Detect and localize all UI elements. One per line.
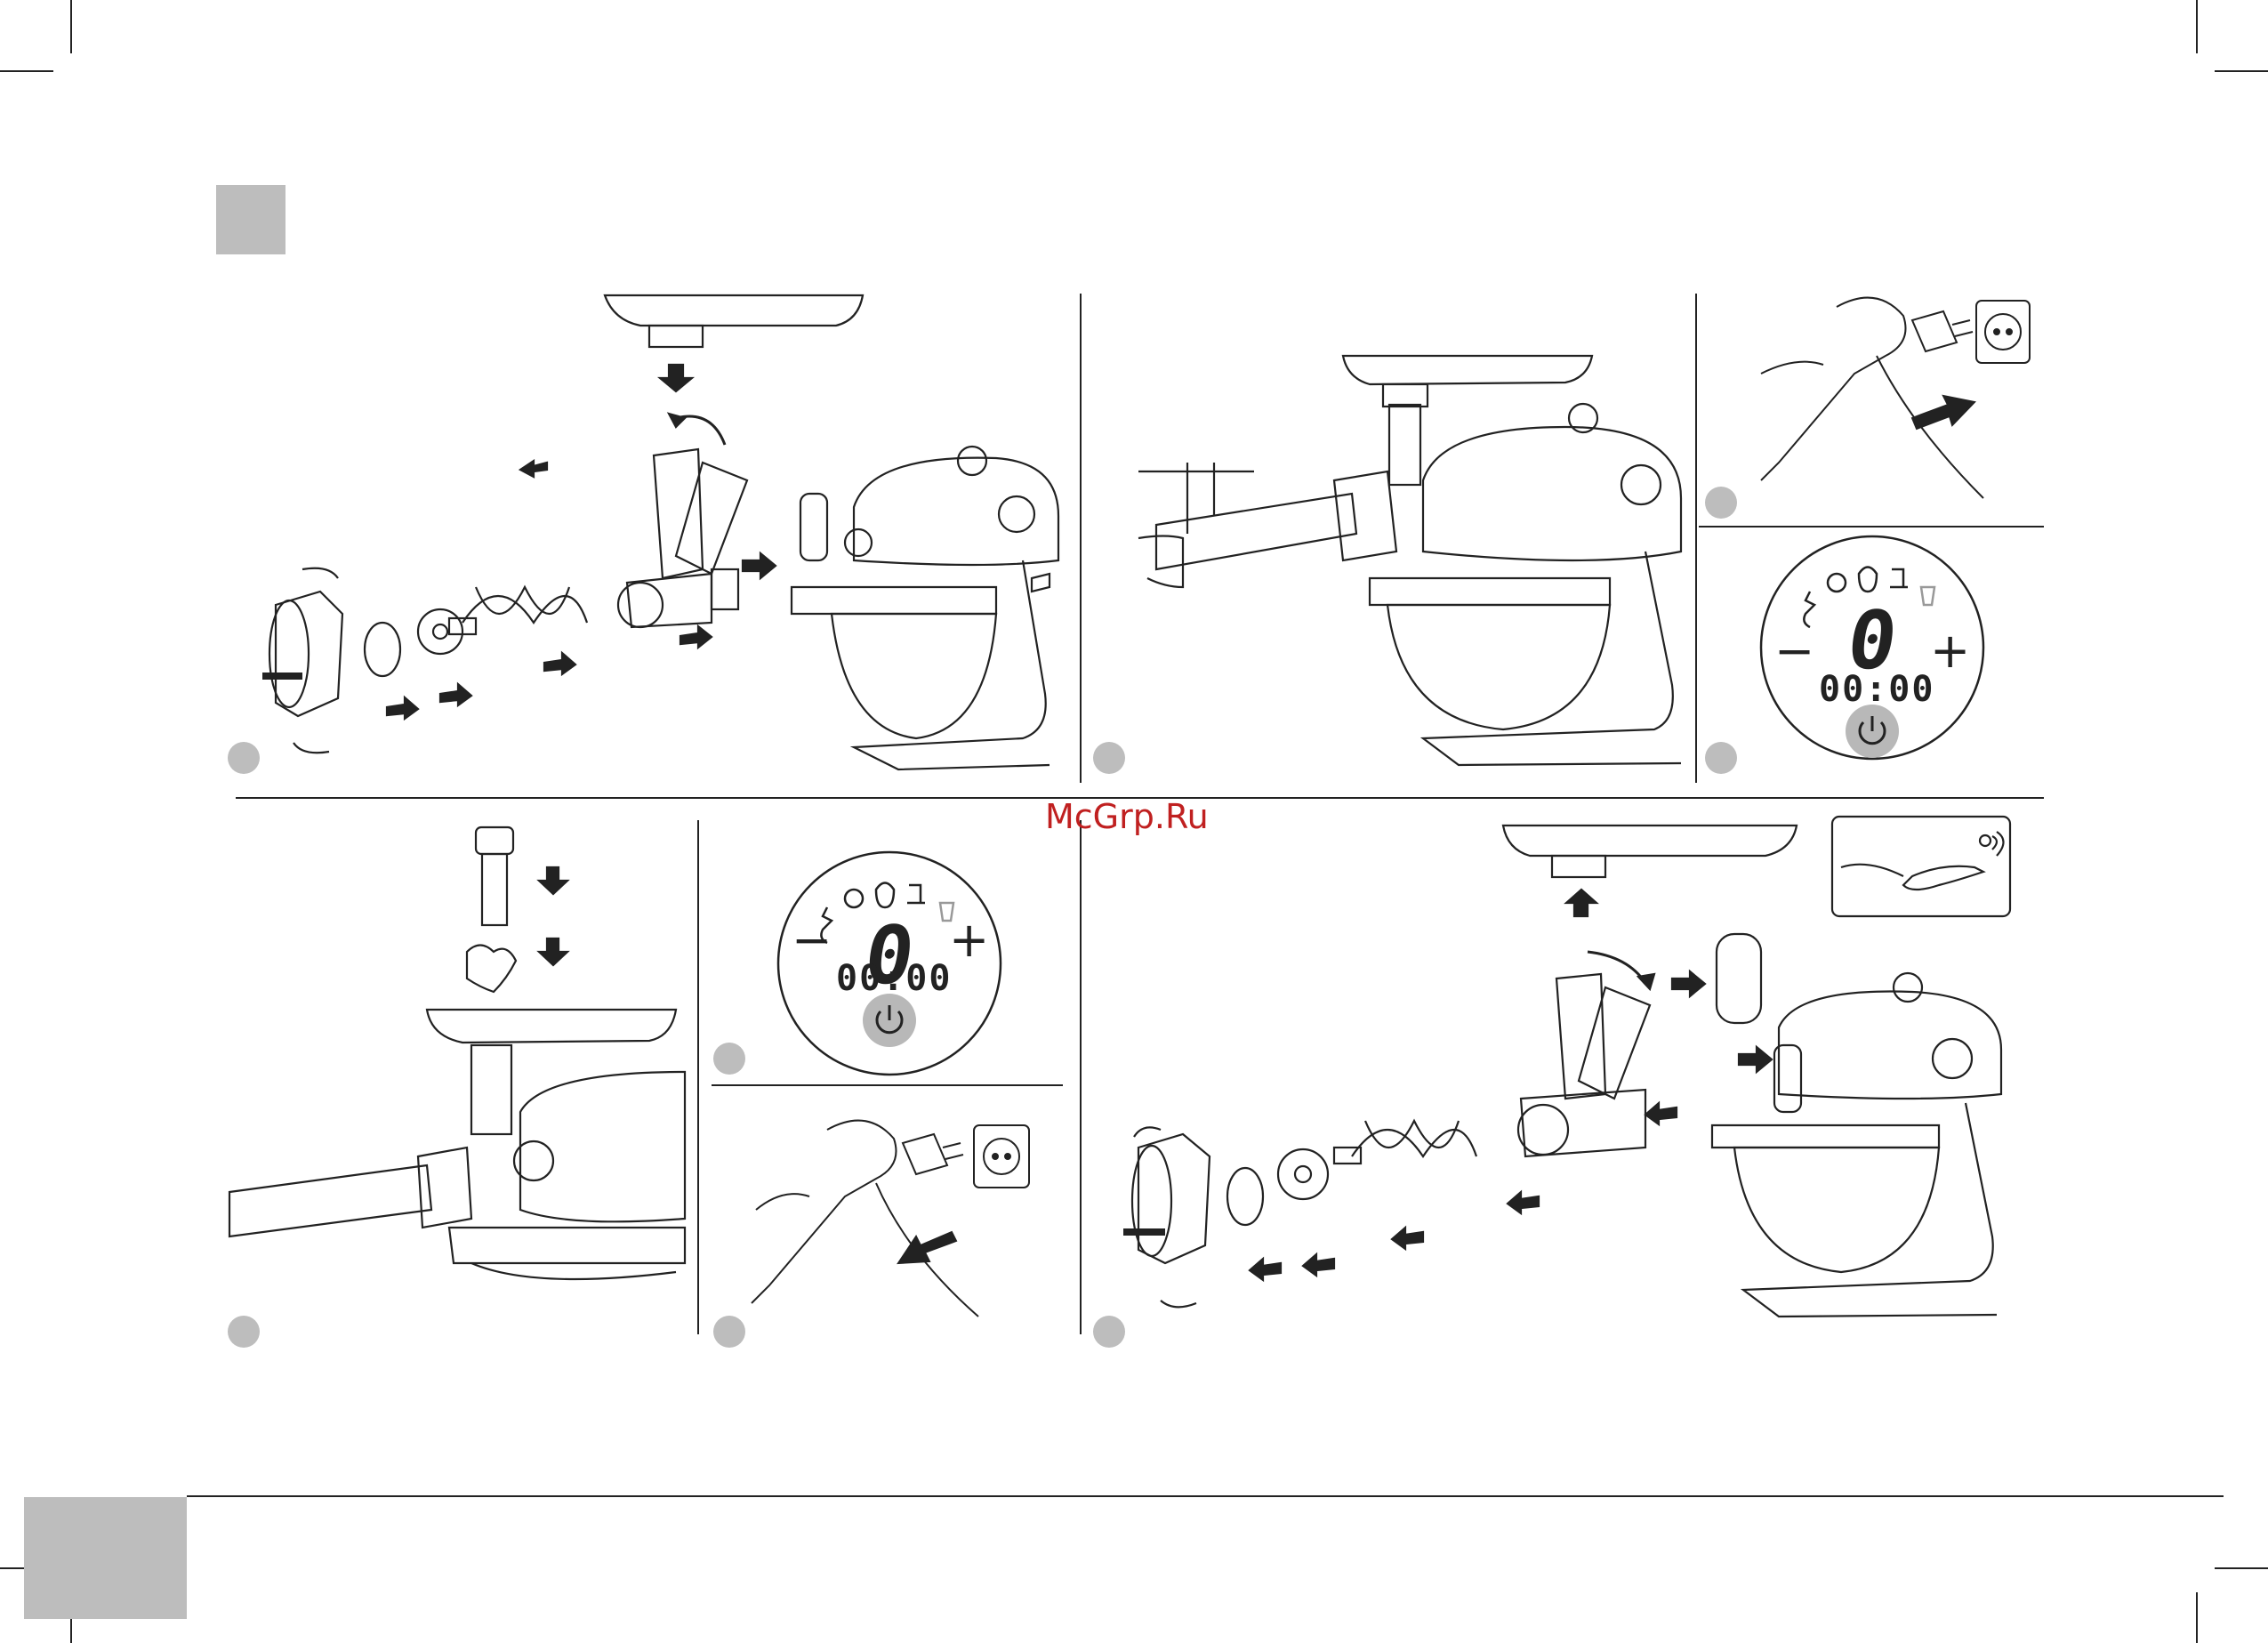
arrow-icon: [539, 938, 567, 965]
plus-button[interactable]: +: [1930, 623, 1966, 679]
watermark: McGrp.Ru: [1045, 797, 1209, 836]
arrow-icon: [520, 461, 547, 477]
arrow-icon: [440, 684, 471, 705]
flat-beater-icon: [845, 890, 863, 907]
step-badge: [1705, 742, 1737, 774]
whisk-icon: [876, 883, 894, 908]
arrow-icon: [1912, 396, 1974, 429]
plus-button[interactable]: +: [949, 912, 985, 968]
hook-icon: [1804, 592, 1814, 627]
step-badge: [1705, 487, 1737, 519]
step-badge: [1093, 1316, 1125, 1348]
arrow-icon: [660, 365, 692, 391]
arrow-icon: [1250, 1259, 1281, 1280]
arrow-icon: [1672, 971, 1705, 996]
plug-icon: [903, 1134, 947, 1174]
arrow-icon: [544, 653, 575, 674]
arrow-icon: [1739, 1047, 1772, 1072]
step-badge: [228, 1316, 260, 1348]
unplug-illustration: [752, 1121, 1029, 1317]
arrow-icon: [680, 626, 712, 648]
disassembly-illustration: [1123, 817, 2010, 1317]
arrow-icon: [1303, 1254, 1334, 1276]
arrow-icon: [1508, 1192, 1539, 1213]
inset-frame: [1832, 817, 2010, 916]
arrow-icon: [1566, 890, 1596, 916]
flat-beater-icon: [1828, 574, 1846, 592]
step-badge: [713, 1043, 745, 1075]
whisk-icon: [1859, 568, 1877, 592]
minus-button[interactable]: −: [1774, 623, 1810, 679]
display-time: 00:00: [836, 958, 943, 999]
arrow-icon: [387, 697, 418, 719]
step-badge: [1093, 742, 1125, 774]
mincer-icon: [1890, 569, 1908, 587]
arrow-icon: [743, 553, 776, 578]
minus-button[interactable]: −: [792, 912, 827, 968]
assembly-illustration: [262, 295, 1058, 769]
arrow-icon: [1392, 1228, 1423, 1249]
display-time: 00:00: [1819, 669, 1926, 710]
mincer-icon: [907, 885, 925, 903]
drive-cover: [1717, 934, 1761, 1023]
arrow-icon: [539, 867, 567, 894]
arrow-icon: [1645, 1103, 1677, 1124]
plug-in-illustration: [1761, 298, 2030, 498]
footer-block: [24, 1497, 187, 1619]
section-badge: [216, 185, 286, 254]
step-badge: [228, 742, 260, 774]
step-badge: [713, 1316, 745, 1348]
plug-icon: [1912, 311, 1957, 351]
blender-icon: [1921, 587, 1934, 605]
stuffing-illustration: [1138, 356, 1681, 765]
socket-icon: [974, 1125, 1029, 1188]
feeding-illustration: [229, 827, 685, 1279]
